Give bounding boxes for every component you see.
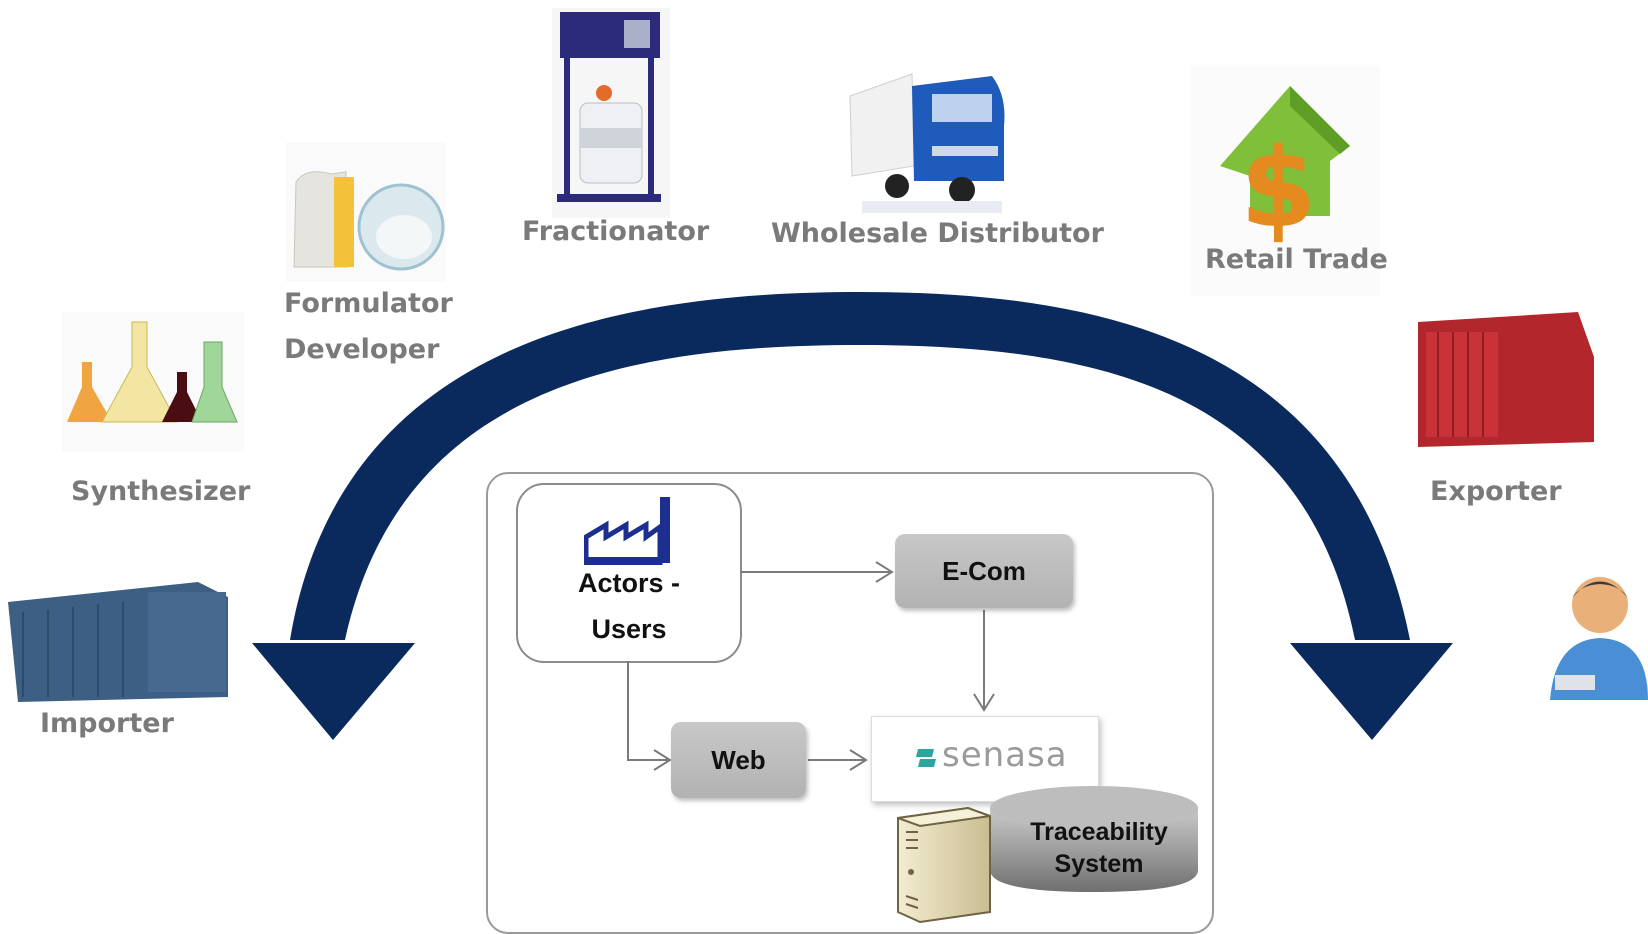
factory-icon [584,497,670,565]
formulator-label: Formulator [284,288,453,319]
senasa-logo-text: senasa [942,735,1068,775]
developer-label: Developer [284,334,440,365]
actors-users-box: Actors - Users [516,483,742,663]
user-icon [1550,577,1648,700]
importer-label: Importer [40,708,174,739]
traceability-line2: System [1054,850,1144,878]
wholesale-label: Wholesale Distributor [771,218,1104,249]
database-icon [990,786,1198,892]
ecom-box: E-Com [895,534,1073,608]
blue-container-icon [8,582,228,702]
dollar-house-icon: $ [1190,66,1380,296]
red-container-icon [1418,312,1594,447]
traceability-label: Traceability System [1000,816,1198,880]
svg-text:$: $ [1240,124,1317,252]
truck-icon [849,73,1005,213]
flasks-icon [62,312,244,452]
traceability-line1: Traceability [1030,818,1168,846]
fractionator-machine-icon [552,8,670,218]
bags-icon [286,142,446,282]
exporter-label: Exporter [1430,476,1562,507]
fractionator-label: Fractionator [522,216,710,247]
retail-label: Retail Trade [1205,244,1388,275]
server-icon [897,806,991,924]
actors-label: Actors - [577,568,680,598]
senasa-mark-icon [916,749,936,767]
web-label: Web [711,744,766,775]
users-label: Users [591,614,667,644]
ecom-label: E-Com [942,555,1026,586]
synthesizer-label: Synthesizer [71,476,251,507]
web-box: Web [671,722,806,798]
